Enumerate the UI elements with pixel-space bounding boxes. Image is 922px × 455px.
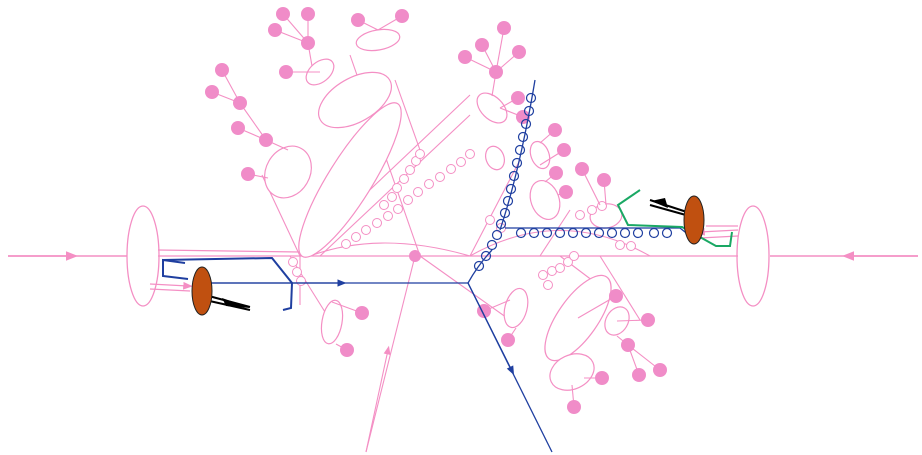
blue-bracket-left-2 xyxy=(162,256,294,311)
hard-process-lines xyxy=(200,79,553,453)
parton-lines xyxy=(149,225,739,292)
remnant-right-blob xyxy=(683,195,705,245)
hadrons xyxy=(205,7,667,414)
remnant-right xyxy=(649,195,705,245)
remnant-left xyxy=(191,266,251,316)
proton-left-blob xyxy=(126,205,160,307)
remnant-left-blob xyxy=(191,266,213,316)
blue-bracket-left xyxy=(162,258,189,280)
incoming-lower-arrow xyxy=(365,345,391,453)
arc-lower-left xyxy=(309,242,471,257)
hard-gluon-loops xyxy=(473,92,673,272)
green-bracket xyxy=(616,189,733,247)
proton-right-blob xyxy=(736,205,770,307)
